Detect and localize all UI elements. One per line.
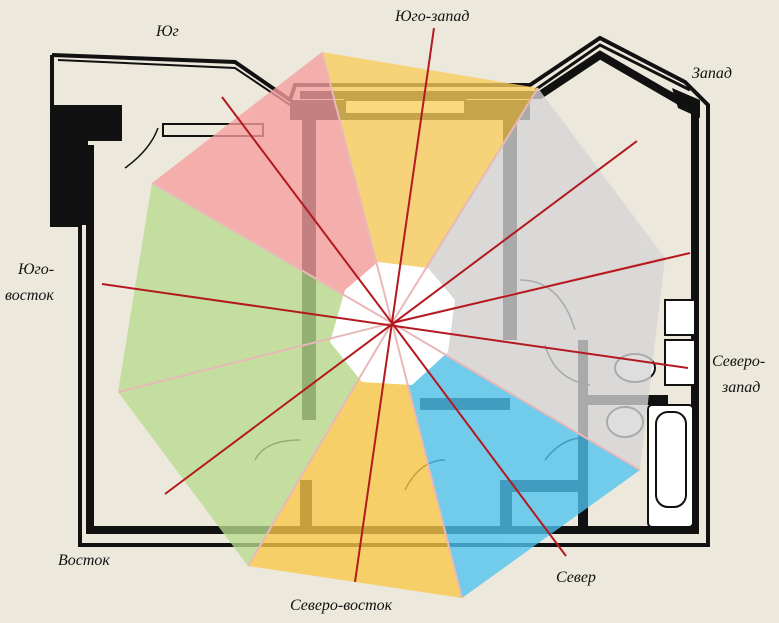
label-south: Юг [156, 23, 179, 40]
top-left-wall [52, 105, 122, 141]
sector-south [152, 52, 392, 323]
bay-window-inner [539, 53, 686, 101]
label-north: Север [556, 569, 596, 586]
label-northwest-line1: Северо- [712, 353, 766, 370]
divider-line [151, 182, 393, 324]
divider-line [391, 87, 539, 324]
label-southeast-line1: Юго- [18, 261, 55, 278]
sector-northwest [392, 258, 665, 470]
direction-line [164, 140, 638, 495]
label-northeast: Северо-восток [290, 597, 393, 614]
west-corner-block [672, 88, 700, 118]
direction-line [221, 96, 393, 324]
bathtub-inner [655, 411, 687, 508]
label-west: Запад [692, 65, 733, 82]
label-northwest-line2: запад [722, 379, 761, 396]
label-southeast-line2: восток [5, 287, 54, 304]
bathtub [647, 404, 694, 528]
direction-line [354, 27, 435, 583]
divider-line [117, 322, 393, 393]
sector-southwest [322, 52, 538, 323]
sector-west [392, 88, 665, 323]
divider-line [321, 51, 393, 324]
balcony-line [57, 59, 291, 106]
label-east: Восток [58, 552, 110, 569]
sector-north [392, 323, 640, 598]
right-wall-box-2 [664, 339, 696, 386]
divider-line [391, 322, 463, 599]
bay-window [534, 43, 691, 92]
sector-east [118, 323, 392, 566]
direction-line [391, 252, 691, 324]
divider-line [391, 322, 641, 471]
door-arc [124, 127, 159, 169]
divider-line [247, 322, 393, 567]
label-southwest: Юго-запад [395, 8, 470, 25]
direction-lines [101, 27, 691, 583]
direction-line [391, 322, 567, 557]
right-wall-box-1 [664, 299, 696, 336]
